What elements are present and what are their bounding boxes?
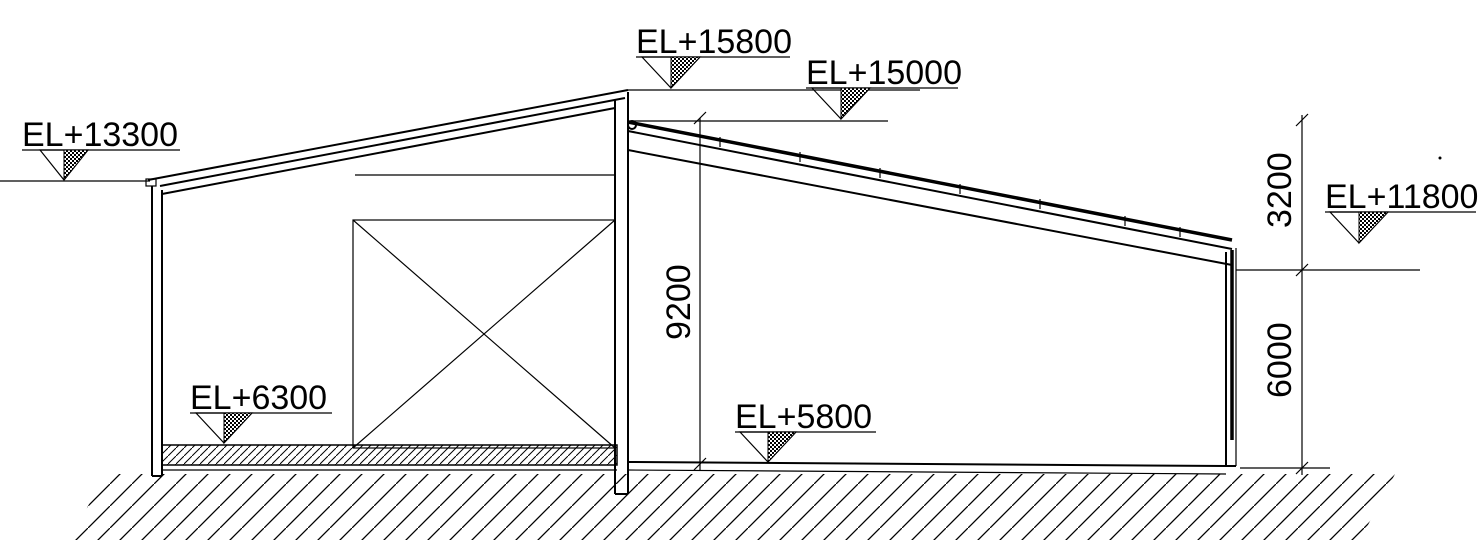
dimension-lines <box>693 111 1309 475</box>
dimension-label-3200: 3200 <box>1261 152 1299 228</box>
elevation-label-13300: EL+13300 <box>22 116 178 154</box>
elevation-markers <box>22 56 1476 464</box>
right-building <box>627 120 1237 475</box>
ground-hatch <box>70 474 1395 540</box>
elevation-label-6300: EL+6300 <box>190 379 327 417</box>
dimension-label-9200: 9200 <box>660 264 698 340</box>
central-column <box>614 92 629 495</box>
elevation-label-5800: EL+5800 <box>735 398 872 436</box>
dimension-label-6000: 6000 <box>1261 322 1299 398</box>
elevation-label-15800: EL+15800 <box>636 23 792 61</box>
elevation-label-15000: EL+15000 <box>806 54 962 92</box>
elevation-label-11800: EL+11800 <box>1325 178 1478 216</box>
reference-lines <box>0 89 1420 469</box>
stray-dot <box>1438 156 1442 160</box>
left-building <box>145 89 629 477</box>
